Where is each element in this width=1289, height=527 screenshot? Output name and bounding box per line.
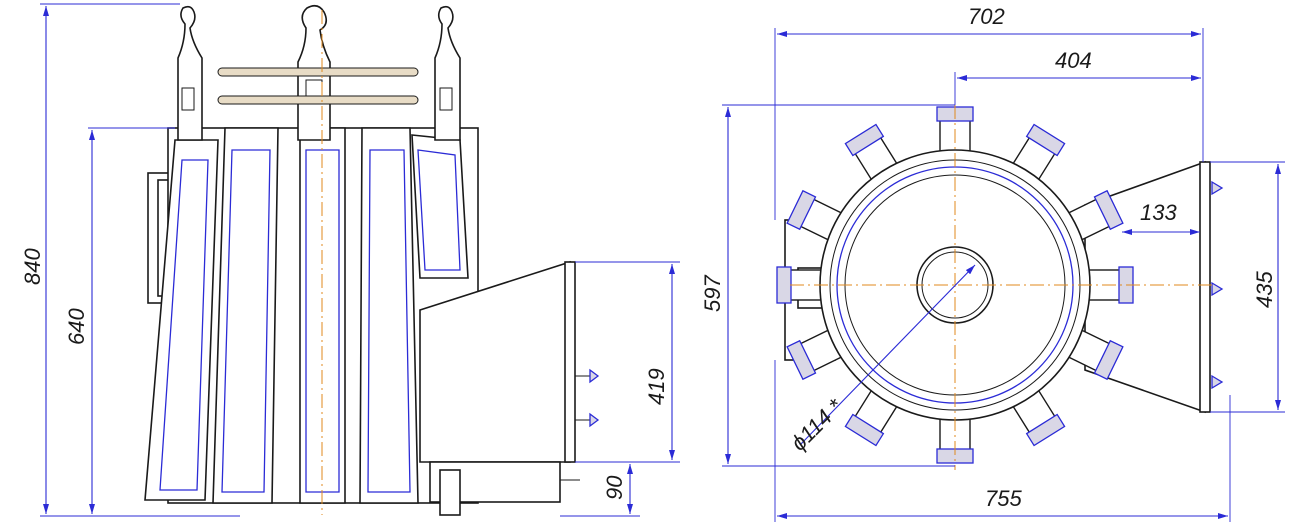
- dim-top-width: 702: [968, 4, 1005, 29]
- knob-icon: [1211, 180, 1224, 390]
- dim-overall-width: 755: [985, 486, 1022, 511]
- finial-right: [434, 5, 461, 141]
- dim-total-height: 840: [20, 248, 45, 285]
- dim-box-base: 90: [602, 475, 627, 500]
- top-view: 702 404 597 133 435 755 ϕ114 *: [700, 4, 1285, 522]
- finial-left: [177, 5, 203, 141]
- knob-icon: [575, 368, 600, 428]
- dim-box-depth: 133: [1140, 200, 1177, 225]
- dim-offset: 404: [1055, 48, 1092, 73]
- dim-side-depth: 597: [700, 275, 725, 312]
- dim-diameter: ϕ114 *: [786, 393, 849, 456]
- dim-box-height: 419: [644, 368, 669, 405]
- dim-box-width: 435: [1252, 271, 1277, 308]
- dim-body-height: 640: [64, 308, 89, 345]
- side-view: 840 640 419 90: [20, 3, 680, 517]
